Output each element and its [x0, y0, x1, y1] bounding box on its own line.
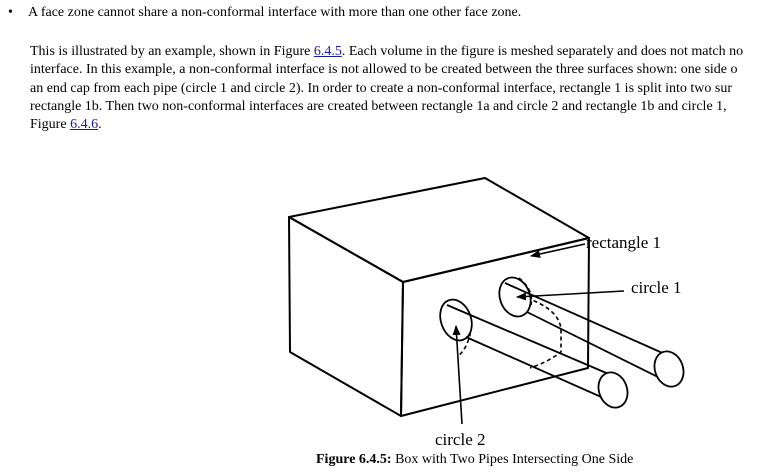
paragraph-line-4: rectangle 1b. Then two non-conformal int…	[30, 98, 727, 114]
pipe-2-end	[597, 371, 629, 409]
circle-1-arrow	[516, 290, 625, 301]
circle-2-label: circle 2	[435, 430, 486, 449]
body-paragraph: This is illustrated by an example, shown…	[30, 43, 783, 134]
circle-1-label: circle 1	[631, 278, 682, 297]
rectangle-1-label: rectangle 1	[586, 233, 661, 252]
rectangle-1-face	[400, 237, 590, 417]
caption-number: Figure 6.4.5:	[316, 452, 392, 467]
paragraph-text: Figure	[30, 117, 71, 133]
circle-2-arrow	[452, 325, 463, 425]
paragraph-text: . Each volume in the figure is meshed se…	[341, 44, 744, 59]
figure-link-6-4-6[interactable]: 6.4.6	[70, 117, 99, 133]
pipe-1	[498, 276, 685, 388]
paragraph-text: .	[98, 117, 102, 133]
paragraph-line-1: This is illustrated by an example, shown…	[30, 43, 783, 61]
box-shape	[288, 177, 590, 417]
rectangle-1-arrow	[530, 243, 586, 258]
bullet-item: • A face zone cannot share a non-conforma…	[8, 5, 521, 21]
bullet-marker: •	[8, 5, 13, 20]
pipe-2	[439, 298, 629, 409]
bullet-text: A face zone cannot share a non-conformal…	[28, 5, 522, 20]
figure-caption: Figure 6.4.5: Box with Two Pipes Interse…	[316, 452, 633, 468]
paragraph-line-3: an end cap from each pipe (circle 1 and …	[30, 80, 733, 96]
circle-1-cap	[498, 276, 532, 318]
box-front-face	[288, 216, 404, 417]
figure-link-6-4-5[interactable]: 6.4.5	[313, 44, 342, 59]
paragraph-text: This is illustrated by an example, shown…	[30, 44, 314, 59]
annotation-arrows	[452, 243, 625, 425]
paragraph-line-2: interface. In this example, a non-confor…	[30, 62, 738, 78]
pipe-1-end	[653, 350, 685, 388]
caption-text: Box with Two Pipes Intersecting One Side	[391, 452, 634, 467]
box-top-face	[288, 177, 590, 283]
paragraph-line-5: Figure 6.4.6.	[30, 116, 783, 134]
